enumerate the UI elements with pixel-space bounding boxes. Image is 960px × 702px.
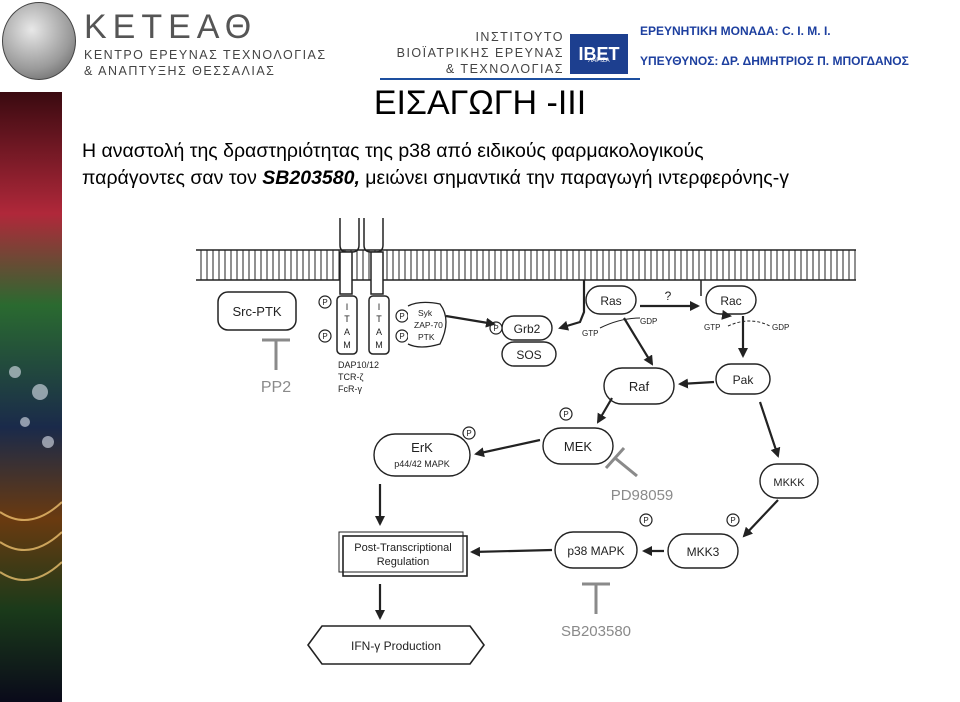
- ras-label: Ras: [600, 294, 621, 308]
- header-rule: [380, 78, 640, 80]
- itam-letter: A: [344, 327, 350, 337]
- mek-label: MEK: [564, 439, 593, 454]
- receptor-chains: [336, 218, 390, 355]
- rac-label: Rac: [720, 294, 741, 308]
- erk-sub-label: p44/42 MAPK: [394, 459, 450, 469]
- phospho-group-pathway: [462, 407, 740, 527]
- phospho-label: P: [322, 332, 327, 341]
- ibet-logo: IBET: [570, 34, 628, 74]
- intro-text-before: παράγοντες σαν τον: [82, 167, 263, 189]
- itam-letter: A: [376, 327, 382, 337]
- erk-node: [373, 433, 471, 477]
- keteath-line-2: & ΑΝΑΠΤΥΞΗΣ ΘΕΣΣΑΛΙΑΣ: [84, 64, 276, 78]
- mek-node: [542, 427, 614, 465]
- itam-letter: M: [375, 340, 383, 350]
- mkk3-label: MKK3: [687, 545, 720, 559]
- pp2-label: PP2: [261, 379, 291, 396]
- regulation-label: Regulation: [377, 556, 430, 568]
- sos-node: [501, 341, 557, 367]
- pak-node: [715, 363, 771, 395]
- tcr-label: TCR-ζ: [338, 372, 363, 382]
- institute-line-3: & ΤΕΧΝΟΛΟΓΙΑΣ: [445, 62, 564, 76]
- p38-mapk-label: p38 MAPK: [567, 544, 624, 558]
- pd98059-label: PD98059: [611, 487, 674, 504]
- pd98059-inhibitor-symbol: [604, 446, 638, 478]
- intro-line-2: παράγοντες σαν τον SB203580, μειώνει σημ…: [82, 167, 789, 190]
- post-transcriptional-shadow: [338, 531, 464, 573]
- dap-label: DAP10/12: [338, 360, 379, 370]
- institute-line-2: ΒΙΟΪΑΤΡΙΚΗΣ ΕΡΕΥΝΑΣ: [396, 46, 564, 60]
- post-transcriptional-regulation-box: [342, 535, 468, 577]
- phospho-label: P: [399, 312, 404, 321]
- phospho-label: P: [563, 410, 568, 419]
- sb203580-label: SB203580: [561, 623, 631, 640]
- gtp-label: GTP: [704, 323, 720, 332]
- keteath-title: ΚΕΤΕΑΘ: [84, 8, 258, 46]
- intro-text-after: μειώνει σημαντικά την παραγωγή ιντερφερό…: [359, 167, 789, 189]
- syk-zap-node: [407, 301, 447, 348]
- fcr-label: FcR-γ: [338, 384, 362, 394]
- cell-membrane: [196, 249, 856, 281]
- mkk3-node: [667, 533, 739, 569]
- institute-line-1: ΙΝΣΤΙΤΟΥΤΟ: [475, 30, 564, 44]
- intro-line-1: Η αναστολή της δραστηριότητας της p38 απ…: [82, 140, 704, 162]
- src-ptk-label: Src-PTK: [232, 304, 281, 319]
- p38-mapk-node: [554, 531, 638, 569]
- phospho-label: P: [466, 429, 471, 438]
- grb2-label: Grb2: [514, 322, 541, 336]
- post-transcriptional-label: Post-Transcriptional: [354, 542, 451, 554]
- itam-letter: I: [346, 302, 349, 312]
- itam-letter: I: [378, 302, 381, 312]
- ifn-gamma-label: IFN-γ Production: [351, 639, 441, 653]
- ptk-label: PTK: [418, 332, 435, 342]
- gtp-exchange-curves: [599, 317, 771, 329]
- pathway-arrows: [375, 280, 781, 620]
- gtp-label: GTP: [582, 329, 598, 338]
- mkkk-node: [759, 463, 819, 499]
- sos-label: SOS: [516, 348, 541, 362]
- ibet-logo-sub: ΛΑΡΙΣΑ: [588, 58, 610, 64]
- sb203580-inhibitor-symbol: [582, 582, 610, 614]
- gdp-label: GDP: [640, 317, 657, 326]
- phospho-label: P: [493, 324, 498, 333]
- zap70-label: ZAP-70: [414, 320, 443, 330]
- syk-label: Syk: [418, 308, 433, 318]
- erk-label: ErK: [411, 440, 433, 455]
- research-unit: ΕΡΕΥΝΗΤΙΚΗ ΜΟΝΑΔΑ: C. I. M. I.: [640, 24, 831, 38]
- itam-letter: T: [376, 314, 382, 324]
- ifn-gamma-production-node: [307, 625, 485, 665]
- phospho-label: P: [322, 298, 327, 307]
- src-ptk-node: [217, 291, 297, 331]
- phospho-label: P: [399, 332, 404, 341]
- raf-label: Raf: [629, 379, 650, 394]
- question-mark: ?: [665, 289, 672, 303]
- keteath-line-1: ΚΕΝΤΡΟ ΕΡΕΥΝΑΣ ΤΕΧΝΟΛΟΓΙΑΣ: [84, 48, 327, 62]
- coin-logo: [2, 2, 76, 80]
- slide-title: ΕΙΣΑΓΩΓΗ -ΙΙΙ: [373, 84, 587, 122]
- signaling-pathway-diagram: I T A M I T A M DAP10/12 TCR-ζ FcR-γ P P…: [190, 210, 870, 680]
- phospho-label: P: [643, 516, 648, 525]
- responsible-person: ΥΠΕΥΘΥΝΟΣ: ΔΡ. ΔΗΜΗΤΡΙΟΣ Π. ΜΠΟΓΔΑΝΟΣ: [640, 54, 909, 68]
- itam-letter: T: [344, 314, 350, 324]
- pak-label: Pak: [733, 373, 755, 387]
- ras-node: [585, 285, 637, 315]
- phospho-label: P: [730, 516, 735, 525]
- itam-letter: M: [343, 340, 351, 350]
- intro-drug-name: SB203580,: [262, 167, 360, 189]
- side-decorative-strip: [0, 92, 62, 702]
- pp2-inhibitor-symbol: [262, 338, 290, 370]
- mkkk-label: MKKK: [773, 477, 805, 489]
- raf-node: [603, 367, 675, 405]
- gdp-label: GDP: [772, 323, 789, 332]
- phospho-group-receptor: [318, 295, 409, 343]
